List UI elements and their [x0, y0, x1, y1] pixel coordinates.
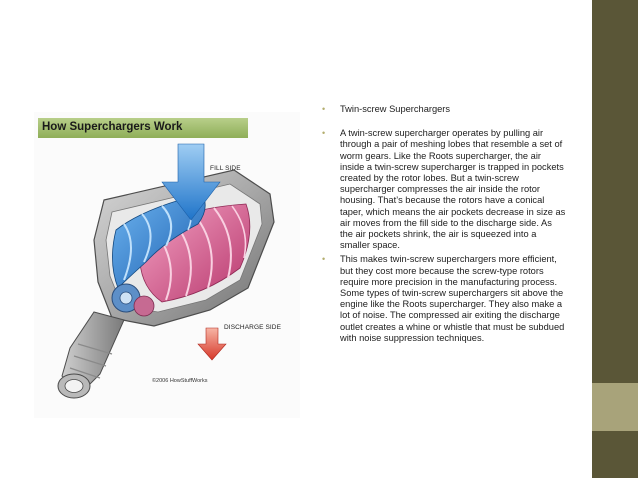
fill-arrow-icon	[161, 143, 221, 221]
bullet-item: • Twin-screw Superchargers	[322, 104, 566, 115]
bullet-marker: •	[322, 254, 326, 265]
bullet-text: This makes twin-screw superchargers more…	[340, 254, 565, 343]
figure-credit: ©2006 HowStuffWorks	[152, 378, 208, 384]
bullet-marker: •	[322, 128, 326, 139]
side-decor-bar	[592, 0, 638, 478]
side-decor-accent	[592, 383, 638, 431]
bullet-item: • This makes twin-screw superchargers mo…	[322, 254, 566, 344]
figure-title: How Superchargers Work	[42, 121, 183, 133]
discharge-arrow-icon	[197, 327, 227, 361]
bullet-marker: •	[322, 104, 326, 114]
figure-banner: How Superchargers Work	[38, 118, 248, 138]
bullet-item: • A twin-screw supercharger operates by …	[322, 128, 566, 251]
discharge-side-label: DISCHARGE SIDE	[224, 324, 282, 331]
fill-side-label: FILL SIDE	[210, 165, 241, 172]
bullet-text: A twin-screw supercharger operates by pu…	[340, 128, 566, 251]
supercharger-illustration	[57, 143, 275, 399]
text-column: • Twin-screw Superchargers • A twin-scre…	[322, 104, 566, 344]
supercharger-figure: How Superchargers Work FILL SIDE DISCHAR…	[34, 112, 300, 418]
bullet-text: Twin-screw Superchargers	[340, 104, 451, 114]
